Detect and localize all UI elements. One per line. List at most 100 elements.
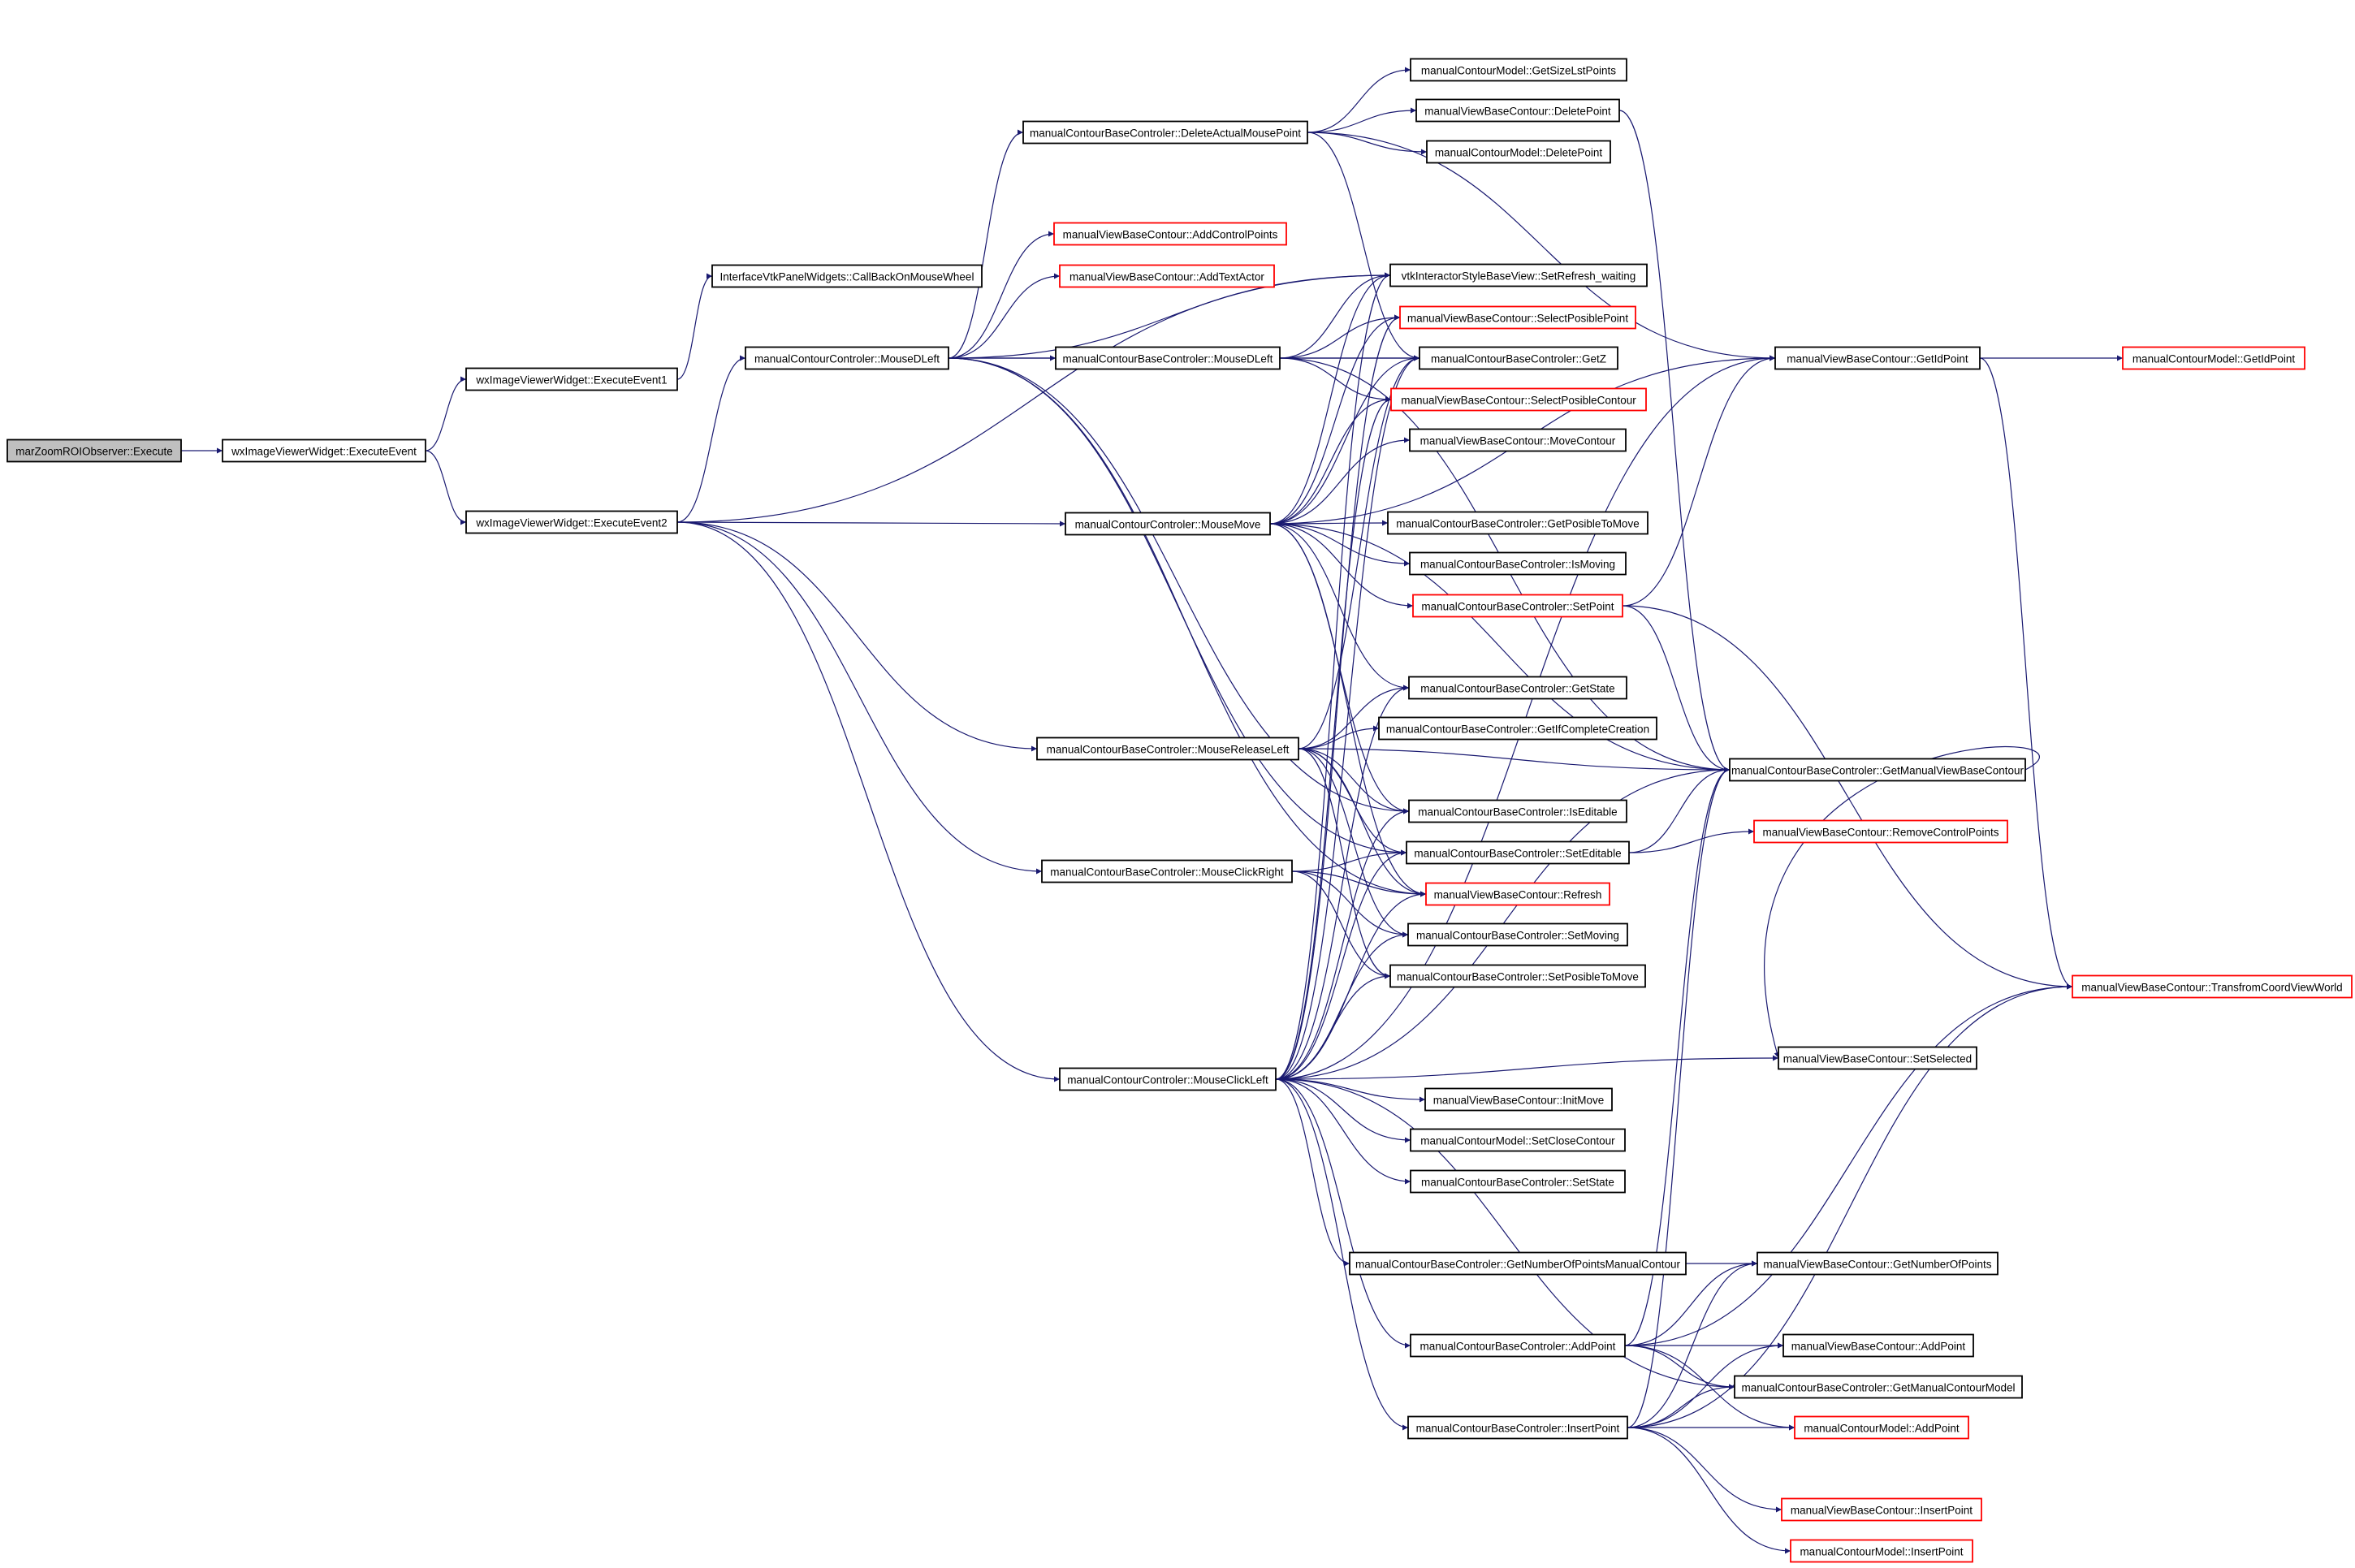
node-label: manualViewBaseContour::SelectPosibleCont… xyxy=(1401,395,1636,407)
node-mvbc_setselected[interactable]: manualViewBaseContour::SetSelected xyxy=(1778,1046,1977,1070)
node-mbc_clickright[interactable]: manualContourBaseControler::MouseClickRi… xyxy=(1041,859,1293,883)
node-mbc_setstate[interactable]: manualContourBaseControler::SetState xyxy=(1410,1169,1626,1194)
node-label: manualContourBaseControler::MouseDLeft xyxy=(1063,353,1273,365)
node-label: manualContourBaseControler::GetIfComplet… xyxy=(1386,724,1649,736)
node-label: manualViewBaseContour::SelectPosiblePoin… xyxy=(1407,313,1628,325)
node-mbc_getifcomplete[interactable]: manualContourBaseControler::GetIfComplet… xyxy=(1378,716,1657,741)
edge-mc_dleft-to-mvbc_addctrl xyxy=(948,231,1055,359)
node-mvbc_getidpoint[interactable]: manualViewBaseContour::GetIdPoint xyxy=(1774,346,1981,370)
node-box xyxy=(1349,1251,1687,1276)
edge-mbc_delactual-to-mbc_getz xyxy=(1307,132,1420,361)
node-label: manualContourBaseControler::SetPosibleTo… xyxy=(1397,971,1639,983)
node-mbc_insertpoint[interactable]: manualContourBaseControler::InsertPoint xyxy=(1407,1415,1628,1440)
node-wx_exec2[interactable]: wxImageViewerWidget::ExecuteEvent2 xyxy=(465,510,678,534)
edge-mbc_addpoint-to-mvbc_transform xyxy=(1624,983,2073,1346)
edge-mc_clickleft-to-mbc_getmanualmodel xyxy=(1275,1078,1735,1390)
node-label: manualViewBaseContour::AddTextActor xyxy=(1069,271,1264,283)
node-mbc_setpoint[interactable]: manualContourBaseControler::SetPoint xyxy=(1412,594,1623,618)
node-box xyxy=(1041,859,1293,883)
edge-mbc_release-to-mbc_getifcomplete xyxy=(1298,725,1380,749)
node-label: manualContourControler::MouseDLeft xyxy=(754,353,940,365)
node-mbc_seteditable[interactable]: manualContourBaseControler::SetEditable xyxy=(1406,840,1630,865)
node-mbc_setposmove[interactable]: manualContourBaseControler::SetPosibleTo… xyxy=(1389,964,1646,988)
node-wx_exec1[interactable]: wxImageViewerWidget::ExecuteEvent1 xyxy=(465,367,678,391)
node-mbc_getz[interactable]: manualContourBaseControler::GetZ xyxy=(1419,346,1618,370)
node-mcm_getidpoint[interactable]: manualContourModel::GetIdPoint xyxy=(2122,346,2305,370)
node-label: manualContourBaseControler::SetPoint xyxy=(1421,601,1614,613)
node-mbc_iseditable[interactable]: manualContourBaseControler::IsEditable xyxy=(1408,799,1627,823)
node-label: wxImageViewerWidget::ExecuteEvent1 xyxy=(475,374,667,387)
node-mcm_setclose[interactable]: manualContourModel::SetCloseContour xyxy=(1410,1128,1626,1152)
node-mvbc_removectrl[interactable]: manualViewBaseContour::RemoveControlPoin… xyxy=(1753,819,2008,844)
edge-mc_dleft-to-mbc_delactual xyxy=(948,129,1024,359)
node-mcm_getsize[interactable]: manualContourModel::GetSizeLstPoints xyxy=(1410,58,1627,82)
node-label: manualContourBaseControler::InsertPoint xyxy=(1416,1423,1620,1435)
node-box xyxy=(1424,1087,1613,1112)
node-mc_clickleft[interactable]: manualContourControler::MouseClickLeft xyxy=(1059,1067,1277,1091)
node-mvbc_addtext[interactable]: manualViewBaseContour::AddTextActor xyxy=(1059,264,1275,288)
node-box xyxy=(1408,799,1627,823)
node-label: manualViewBaseContour::DeletePoint xyxy=(1424,106,1611,118)
edge-mc_clickleft-to-mvbc_selpoint xyxy=(1275,314,1401,1080)
node-box xyxy=(1036,736,1299,761)
node-label: manualContourBaseControler::IsMoving xyxy=(1420,559,1615,571)
node-mbc_getposmove[interactable]: manualContourBaseControler::GetPosibleTo… xyxy=(1387,511,1648,535)
node-ivtk_cb[interactable]: InterfaceVtkPanelWidgets::CallBackOnMous… xyxy=(711,264,983,288)
node-mvbc_getnumpts[interactable]: manualViewBaseContour::GetNumberOfPoints xyxy=(1757,1251,1999,1276)
node-mvbc_selcontour[interactable]: manualViewBaseContour::SelectPosibleCont… xyxy=(1390,387,1647,412)
node-box xyxy=(465,510,678,534)
node-mbc_setmoving[interactable]: manualContourBaseControler::SetMoving xyxy=(1407,922,1628,947)
node-box xyxy=(1390,387,1647,412)
edge-mbc_setpoint-to-mbc_getmanualview xyxy=(1622,605,1731,773)
node-mvbc_addctrl[interactable]: manualViewBaseContour::AddControlPoints xyxy=(1053,222,1287,246)
node-label: manualContourBaseControler::MouseClickRi… xyxy=(1050,866,1284,879)
edge-mbc_insertpoint-to-mbc_getmanualview xyxy=(1627,767,1731,1428)
edge-mc_dleft-to-mvbc_addtext xyxy=(948,273,1061,359)
node-box xyxy=(2072,974,2353,999)
node-mvbc_delpoint[interactable]: manualViewBaseContour::DeletePoint xyxy=(1415,98,1620,123)
edge-mbc_dleft-to-vtk_setrefresh xyxy=(1279,272,1391,359)
node-mcm_delpoint[interactable]: manualContourModel::DeletePoint xyxy=(1426,140,1611,164)
node-mbc_release[interactable]: manualContourBaseControler::MouseRelease… xyxy=(1036,736,1299,761)
node-mvbc_insertpoint[interactable]: manualViewBaseContour::InsertPoint xyxy=(1781,1497,1982,1522)
edge-mc_clickleft-to-mbc_setposmove xyxy=(1275,973,1391,1080)
node-mvbc_addpoint[interactable]: manualViewBaseContour::AddPoint xyxy=(1782,1333,1974,1358)
edge-mc_move-to-mvbc_selpoint xyxy=(1269,314,1401,525)
node-label: manualContourBaseControler::SetState xyxy=(1421,1177,1614,1189)
node-label: manualViewBaseContour::Refresh xyxy=(1434,889,1602,901)
node-mc_move[interactable]: manualContourControler::MouseMove xyxy=(1065,512,1271,536)
node-mbc_addpoint[interactable]: manualContourBaseControler::AddPoint xyxy=(1410,1333,1626,1358)
node-label: manualContourBaseControler::GetManualVie… xyxy=(1731,765,2024,777)
node-mvbc_initmove[interactable]: manualViewBaseContour::InitMove xyxy=(1424,1087,1613,1112)
edge-wx_exec2-to-mbc_clickright xyxy=(676,521,1043,875)
node-execute[interactable]: marZoomROIObserver::Execute xyxy=(6,438,182,463)
node-label: manualContourBaseControler::SetEditable xyxy=(1414,848,1621,860)
node-mbc_getstate[interactable]: manualContourBaseControler::GetState xyxy=(1408,676,1627,700)
node-label: manualContourBaseControler::AddPoint xyxy=(1420,1341,1616,1353)
node-mcm_addpoint[interactable]: manualContourModel::AddPoint xyxy=(1794,1415,1969,1440)
node-box xyxy=(1409,551,1627,576)
node-mvbc_refresh[interactable]: manualViewBaseContour::Refresh xyxy=(1425,882,1610,906)
node-mvbc_selpoint[interactable]: manualViewBaseContour::SelectPosiblePoin… xyxy=(1399,305,1636,330)
edge-mbc_clickright-to-mbc_setmoving xyxy=(1291,870,1409,938)
node-mbc_getmanualmodel[interactable]: manualContourBaseControler::GetManualCon… xyxy=(1734,1375,2023,1399)
node-mbc_delactual[interactable]: manualContourBaseControler::DeleteActual… xyxy=(1022,120,1308,145)
node-mcm_insertpoint[interactable]: manualContourModel::InsertPoint xyxy=(1790,1539,1973,1563)
node-mbc_ismoving[interactable]: manualContourBaseControler::IsMoving xyxy=(1409,551,1627,576)
edge-wx_exec2-to-mc_clickleft xyxy=(676,521,1061,1082)
node-label: manualViewBaseContour::GetNumberOfPoints xyxy=(1763,1259,1991,1271)
node-mvbc_movecontour[interactable]: manualViewBaseContour::MoveContour xyxy=(1409,428,1627,452)
node-mbc_getnumpts[interactable]: manualContourBaseControler::GetNumberOfP… xyxy=(1349,1251,1687,1276)
node-wx_exec[interactable]: wxImageViewerWidget::ExecuteEvent xyxy=(222,438,426,463)
node-mc_dleft[interactable]: manualContourControler::MouseDLeft xyxy=(745,346,949,370)
edge-mbc_seteditable-to-mbc_getmanualview xyxy=(1628,767,1731,853)
node-vtk_setrefresh[interactable]: vtkInteractorStyleBaseView::SetRefresh_w… xyxy=(1389,263,1648,287)
node-mbc_dleft[interactable]: manualContourBaseControler::MouseDLeft xyxy=(1055,346,1281,370)
node-mbc_getmanualview[interactable]: manualContourBaseControler::GetManualVie… xyxy=(1729,758,2026,782)
edges-layer xyxy=(181,67,2123,1554)
node-mvbc_transform[interactable]: manualViewBaseContour::TransfromCoordVie… xyxy=(2072,974,2353,999)
node-box xyxy=(465,367,678,391)
edge-mc_clickleft-to-mbc_insertpoint xyxy=(1275,1078,1409,1431)
node-box xyxy=(1415,98,1620,123)
